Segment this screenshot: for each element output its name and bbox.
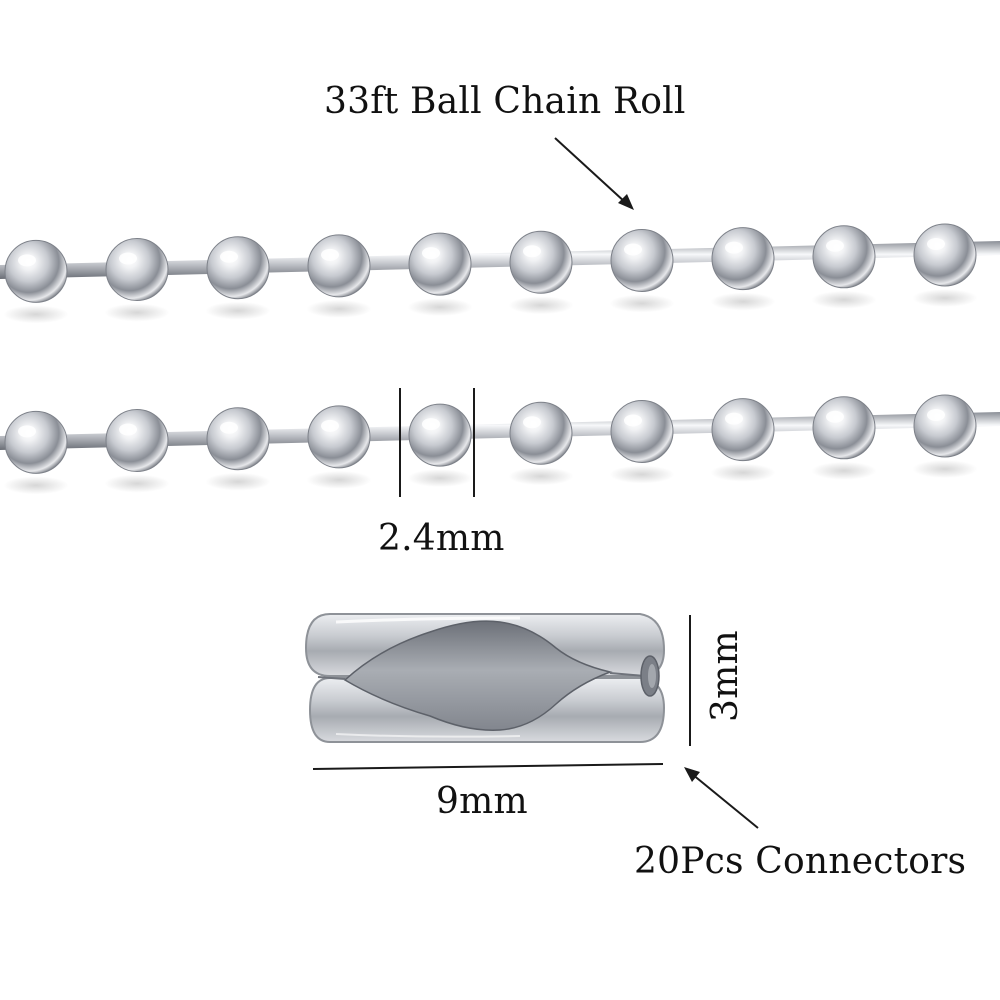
ball-highlight bbox=[624, 243, 642, 256]
ball-highlight bbox=[18, 425, 36, 438]
ball-shadow bbox=[609, 294, 675, 313]
ball-chain-top bbox=[0, 223, 1000, 324]
chain-ball bbox=[913, 394, 977, 458]
ball-diameter-guides bbox=[399, 388, 475, 497]
chain-ball bbox=[307, 405, 371, 469]
ball-highlight bbox=[422, 247, 440, 260]
ball-shadow bbox=[912, 288, 978, 307]
chain-ball bbox=[206, 236, 270, 300]
ball-highlight bbox=[523, 245, 541, 258]
chain-ball bbox=[509, 401, 573, 465]
chain-ball bbox=[206, 407, 270, 471]
ball-highlight bbox=[220, 421, 238, 434]
ball-highlight bbox=[119, 252, 137, 265]
connector-dimension-lines bbox=[312, 615, 691, 770]
ball-highlight bbox=[725, 412, 743, 425]
ball-highlight bbox=[422, 418, 440, 431]
ball-highlight bbox=[321, 419, 339, 432]
chain-ball bbox=[509, 230, 573, 294]
ball-highlight bbox=[725, 241, 743, 254]
ball-highlight bbox=[927, 237, 945, 250]
ball-highlight bbox=[624, 414, 642, 427]
connectors-label: 20Pcs Connectors bbox=[634, 841, 967, 882]
chain-ball bbox=[610, 228, 674, 292]
ball-shadow bbox=[710, 463, 776, 482]
ball-highlight bbox=[826, 410, 844, 423]
chain-ball bbox=[4, 239, 68, 303]
ball-shadow bbox=[205, 472, 271, 491]
chain-roll-label: 33ft Ball Chain Roll bbox=[324, 81, 686, 122]
ball-highlight bbox=[321, 248, 339, 261]
ball-shadow bbox=[407, 298, 473, 317]
chain-ball bbox=[610, 399, 674, 463]
ball-highlight bbox=[927, 408, 945, 421]
chain-ball bbox=[812, 396, 876, 460]
chain-ball bbox=[408, 403, 472, 467]
ball-chain-bottom bbox=[0, 394, 1000, 495]
chain-ball bbox=[711, 227, 775, 291]
ball-shadow bbox=[609, 465, 675, 484]
chain-ball bbox=[307, 234, 371, 298]
ball-shadow bbox=[104, 303, 170, 322]
chain-ball bbox=[105, 238, 169, 302]
connector-clasp bbox=[304, 606, 676, 752]
chain-ball bbox=[4, 410, 68, 474]
ball-shadow bbox=[912, 459, 978, 478]
connector-length-label: 9mm bbox=[436, 781, 528, 822]
ball-shadow bbox=[306, 470, 372, 489]
connector-height-label: 3mm bbox=[705, 630, 746, 722]
ball-shadow bbox=[811, 290, 877, 309]
ball-shadow bbox=[306, 299, 372, 318]
chain-ball bbox=[812, 225, 876, 289]
ball-diameter-label: 2.4mm bbox=[378, 518, 505, 559]
ball-shadow bbox=[407, 469, 473, 488]
ball-highlight bbox=[18, 254, 36, 267]
ball-shadow bbox=[3, 305, 69, 324]
ball-shadow bbox=[508, 296, 574, 315]
ball-highlight bbox=[119, 423, 137, 436]
chain-ball bbox=[711, 398, 775, 462]
ball-highlight bbox=[826, 239, 844, 252]
ball-shadow bbox=[811, 461, 877, 480]
ball-highlight bbox=[220, 250, 238, 263]
ball-highlight bbox=[523, 416, 541, 429]
ball-shadow bbox=[508, 467, 574, 486]
ball-shadow bbox=[104, 474, 170, 493]
ball-shadow bbox=[3, 476, 69, 495]
ball-shadow bbox=[710, 292, 776, 311]
ball-shadow bbox=[205, 301, 271, 320]
chain-arrow bbox=[554, 137, 634, 210]
chain-ball bbox=[105, 409, 169, 473]
connector-arrow bbox=[684, 767, 759, 829]
chain-ball bbox=[408, 232, 472, 296]
chain-ball bbox=[913, 223, 977, 287]
